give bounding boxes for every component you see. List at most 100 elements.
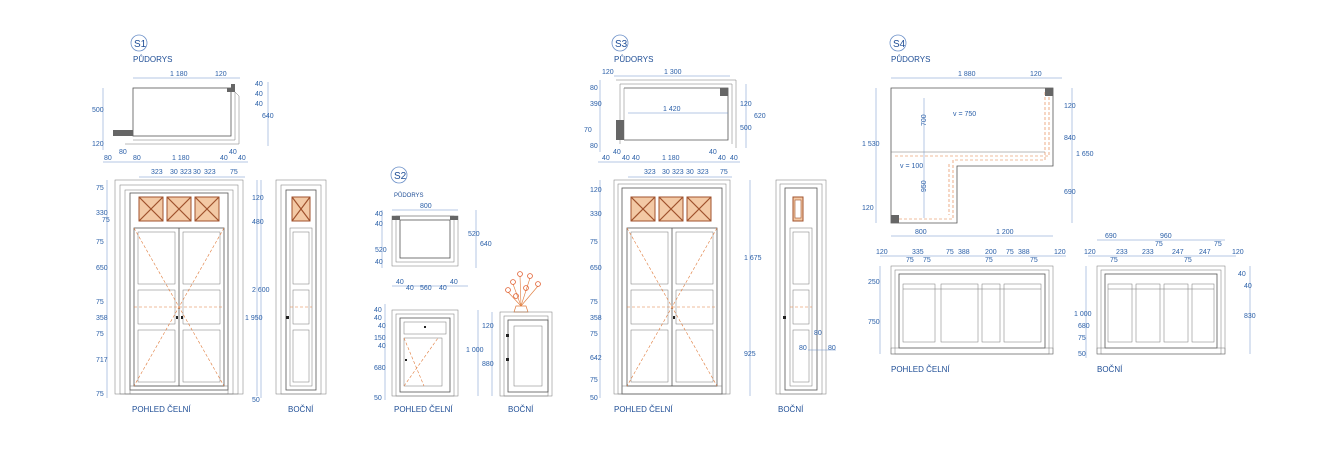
s1-plan-dim-bottom-4: 40 [220, 155, 228, 162]
s4-front-dim-top-5: 75 [1006, 249, 1014, 256]
sheet-s1-tag: S1 [134, 39, 147, 50]
s3-transom-glazing [630, 196, 712, 222]
s4-side-dim-top-6: 247 [1199, 249, 1211, 256]
s3-plan-dim-left-0: 80 [590, 85, 598, 92]
sheet-s2-side-label: BOČNÍ [508, 405, 534, 414]
s1-front-dim-left-6: 358 [96, 315, 108, 322]
s4-front-dim-top-0: 120 [876, 249, 888, 256]
s2-front-dim-left-2: 40 [378, 323, 386, 330]
s1-plan-dim-right-1: 40 [255, 91, 263, 98]
s3-front-dim-top-4: 323 [697, 169, 709, 176]
sheet-s1-side-label: BOČNÍ [288, 405, 314, 414]
s1-plan-dim-bottom-5: 40 [229, 149, 237, 156]
s4-plan-dim-inner-1: 950 [921, 180, 928, 192]
s1-side-dim-2: 1 950 [245, 315, 263, 322]
s3-plan-dim-bottom-6: 40 [718, 155, 726, 162]
sheet-s4-side-label: BOČNÍ [1097, 365, 1123, 374]
s3-front-dim-top-1: 30 [662, 169, 670, 176]
s4-front-dim-top-1: 335 [912, 249, 924, 256]
s4-side-dim-left-0: 1 000 [1074, 311, 1092, 318]
sheet-s4-plan: v = 750 v = 100 700 950 1 880 120 1 530 … [862, 71, 1094, 237]
s2-plan-dim-bottom-0: 40 [396, 279, 404, 286]
sheet-s4-tag-circle [889, 34, 907, 52]
sheet-s4-front: 120 335 75 388 200 75 388 120 75 75 75 7… [868, 249, 1066, 374]
s1-front-dim-left-8: 717 [96, 357, 108, 364]
s3-front-dim-right-0: 1 675 [744, 255, 762, 262]
s3-front-dim-left-2: 75 [590, 239, 598, 246]
s4-side-dim-top-4: 233 [1142, 249, 1154, 256]
s3-front-dim-left-7: 642 [590, 355, 602, 362]
s3-plan-dim-top-0: 120 [602, 69, 614, 76]
s3-front-dim-top-0: 323 [644, 169, 656, 176]
sheet-s1-tag-circle [130, 34, 148, 52]
s4-front-dim-top-2: 75 [946, 249, 954, 256]
s3-front-dim-top-5: 75 [720, 169, 728, 176]
sheet-s4-plan-title: PŮDORYS [891, 55, 930, 64]
s3-side-dim-0: 80 [814, 330, 822, 337]
s4-front-dim-left-0: 250 [868, 279, 880, 286]
s4-side-dim-top-0: 690 [1105, 233, 1117, 240]
sheet-s3-front: 120 330 75 650 75 358 75 642 75 50 323 3… [590, 169, 762, 414]
s3-plan-dim-bottom-1: 40 [613, 149, 621, 156]
s3-front-dim-right-1: 925 [744, 351, 756, 358]
s3-plan-dim-bottom-5: 40 [709, 149, 717, 156]
s2-plan-dim-right-1: 640 [480, 241, 492, 248]
sheet-s4-front-label: POHLED ČELNÍ [891, 365, 950, 374]
sheet-s4: S4 PŮDORYS v = 750 v = 100 700 950 1 880… [862, 34, 1256, 374]
s3-plan-dim-bottom-7: 40 [730, 155, 738, 162]
s1-front-dim-left-1: 330 [96, 210, 108, 217]
s1-front-dim-left-5: 75 [96, 299, 104, 306]
s4-side-dim-top-7: 120 [1232, 249, 1244, 256]
flower-vase-icon [505, 271, 541, 313]
sheet-s1-side: 120 480 1 950 50 BOČNÍ [245, 179, 327, 414]
sheet-s2: S2 PŮDORYS 800 40 40 520 40 520 640 40 4… [374, 166, 553, 414]
s4-side-dim-right-0: 40 [1238, 271, 1246, 278]
s4-plan-dim-right-1: 840 [1064, 135, 1076, 142]
s4-plan-dim-bottom-0: 800 [915, 229, 927, 236]
s1-side-dim-0: 120 [252, 195, 264, 202]
sheet-s3-plan-title: PŮDORYS [614, 55, 653, 64]
sheet-s3-plan: 120 1 300 1 420 80 390 70 80 120 620 500… [584, 69, 766, 163]
s1-front-dim-left-3: 75 [96, 239, 104, 246]
s2-front-dim-left-3: 150 [374, 335, 386, 342]
s1-plan-dim-right-3: 640 [262, 113, 274, 120]
s4-plan-dim-top-1: 120 [1030, 71, 1042, 78]
s1-front-dim-left-4: 650 [96, 265, 108, 272]
s4-side-dim-right-2: 830 [1244, 313, 1256, 320]
s3-front-dim-left-5: 358 [590, 315, 602, 322]
s1-front-dim-top-2: 323 [180, 169, 192, 176]
s1-transom-glazing [138, 196, 220, 222]
s3-plan-dim-left-3: 80 [590, 143, 598, 150]
s3-side-dim-2: 80 [828, 345, 836, 352]
s4-front-dim-top-9: 75 [923, 257, 931, 264]
s4-plan-dim-top-0: 1 880 [958, 71, 976, 78]
sheet-s3: S3 PŮDORYS 120 1 300 1 420 80 390 70 80 [584, 34, 836, 414]
s3-plan-dim-bottom-2: 40 [622, 155, 630, 162]
s3-plan-dim-left-2: 70 [584, 127, 592, 134]
s4-plan-dim-left-0: 1 530 [862, 141, 880, 148]
s4-side-dim-left-2: 75 [1078, 335, 1086, 342]
s3-front-dim-left-4: 75 [590, 299, 598, 306]
s4-plan-height-lower: v = 100 [900, 163, 923, 170]
s4-plan-dim-inner-0: 700 [921, 114, 928, 126]
s2-front-dim-left-6: 50 [374, 395, 382, 402]
s4-plan-height-upper: v = 750 [953, 111, 976, 118]
s1-front-dim-left-9: 75 [96, 391, 104, 398]
s4-side-dim-right-1: 40 [1244, 283, 1252, 290]
s1-plan-dim-bottom-2: 80 [133, 155, 141, 162]
s4-front-dim-left-1: 750 [868, 319, 880, 326]
s3-plan-dim-bottom-4: 1 180 [662, 155, 680, 162]
s3-front-dim-left-3: 650 [590, 265, 602, 272]
s2-plan-dim-left-3: 40 [375, 259, 383, 266]
s4-plan-dim-right-3: 690 [1064, 189, 1076, 196]
s4-front-dim-top-10: 75 [985, 257, 993, 264]
s2-front-dim-left-5: 680 [374, 365, 386, 372]
s2-plan-dim-bottom-4: 40 [450, 279, 458, 286]
sheet-s1-plan: 1 180 120 40 40 40 640 500 120 80 80 80 … [92, 71, 274, 163]
s1-plan-dim-top-1: 120 [215, 71, 227, 78]
s3-front-dim-left-9: 50 [590, 395, 598, 402]
s2-front-dim-left-4: 40 [378, 343, 386, 350]
s2-plan-dim-top-0: 800 [420, 203, 432, 210]
s2-plan-dim-bottom-2: 560 [420, 285, 432, 292]
